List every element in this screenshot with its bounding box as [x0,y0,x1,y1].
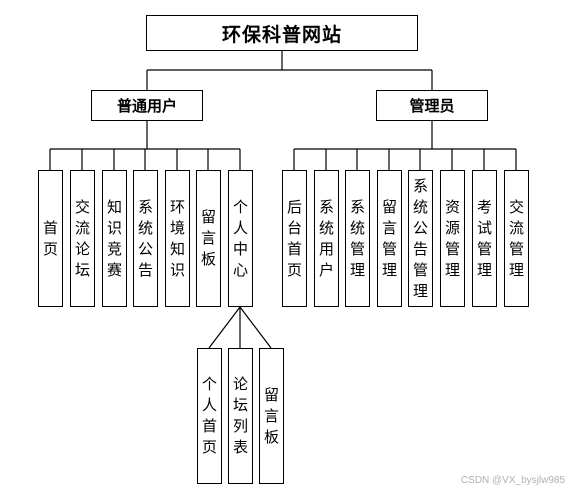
leaf-label: 留 言 板 [200,208,216,268]
admin-leaf-resource-management: 资 源 管 理 [440,170,465,307]
leaf-label: 留 言 板 [263,385,279,446]
leaf-label: 首 页 [42,218,58,258]
admin-leaf-exam-management: 考 试 管 理 [472,170,497,307]
leaf-label: 论 坛 列 表 [232,375,248,456]
admin-leaf-backend-home: 后 台 首 页 [282,170,307,307]
leaf-label: 留 言 管 理 [381,197,397,279]
admin-leaf-announcement-management: 系 统 公 告 管 理 [408,170,433,307]
leaf-label: 个 人 首 页 [201,375,217,456]
user-leaf-home: 首 页 [38,170,63,307]
leaf-label: 考 试 管 理 [476,197,492,279]
user-leaf-forum: 交 流 论 坛 [70,170,95,307]
role-label: 普通用户 [116,97,177,115]
role-node-admin: 管理员 [376,90,488,121]
sub-leaf-message-board: 留 言 板 [259,348,284,484]
leaf-label: 个 人 中 心 [232,197,248,279]
role-label: 管理员 [409,97,455,115]
admin-leaf-message-management: 留 言 管 理 [377,170,402,307]
user-leaf-personal-center: 个 人 中 心 [228,170,253,307]
leaf-label: 交 流 论 坛 [74,197,90,279]
sub-leaf-forum-list: 论 坛 列 表 [228,348,253,484]
leaf-label: 资 源 管 理 [444,197,460,279]
admin-leaf-system-users: 系 统 用 户 [314,170,339,307]
user-leaf-environment-knowledge: 环 境 知 识 [165,170,190,307]
root-label: 环保科普网站 [221,23,342,46]
role-node-user: 普通用户 [91,90,203,121]
leaf-label: 系 统 用 户 [318,197,334,279]
leaf-label: 知 识 竞 赛 [106,197,122,279]
leaf-label: 后 台 首 页 [286,197,302,279]
admin-leaf-system-management: 系 统 管 理 [345,170,370,307]
root-node: 环保科普网站 [146,15,418,51]
user-leaf-announcement: 系 统 公 告 [133,170,158,307]
user-leaf-quiz: 知 识 竞 赛 [102,170,127,307]
user-leaf-message-board: 留 言 板 [196,170,221,307]
admin-leaf-forum-management: 交 流 管 理 [504,170,529,307]
leaf-label: 环 境 知 识 [169,197,185,279]
leaf-label: 系 统 公 告 管 理 [412,176,428,300]
watermark: CSDN @VX_bysjlw985 [460,475,565,486]
leaf-label: 系 统 管 理 [349,197,365,279]
sub-leaf-personal-home: 个 人 首 页 [197,348,222,484]
leaf-label: 系 统 公 告 [137,197,153,279]
leaf-label: 交 流 管 理 [508,197,524,279]
